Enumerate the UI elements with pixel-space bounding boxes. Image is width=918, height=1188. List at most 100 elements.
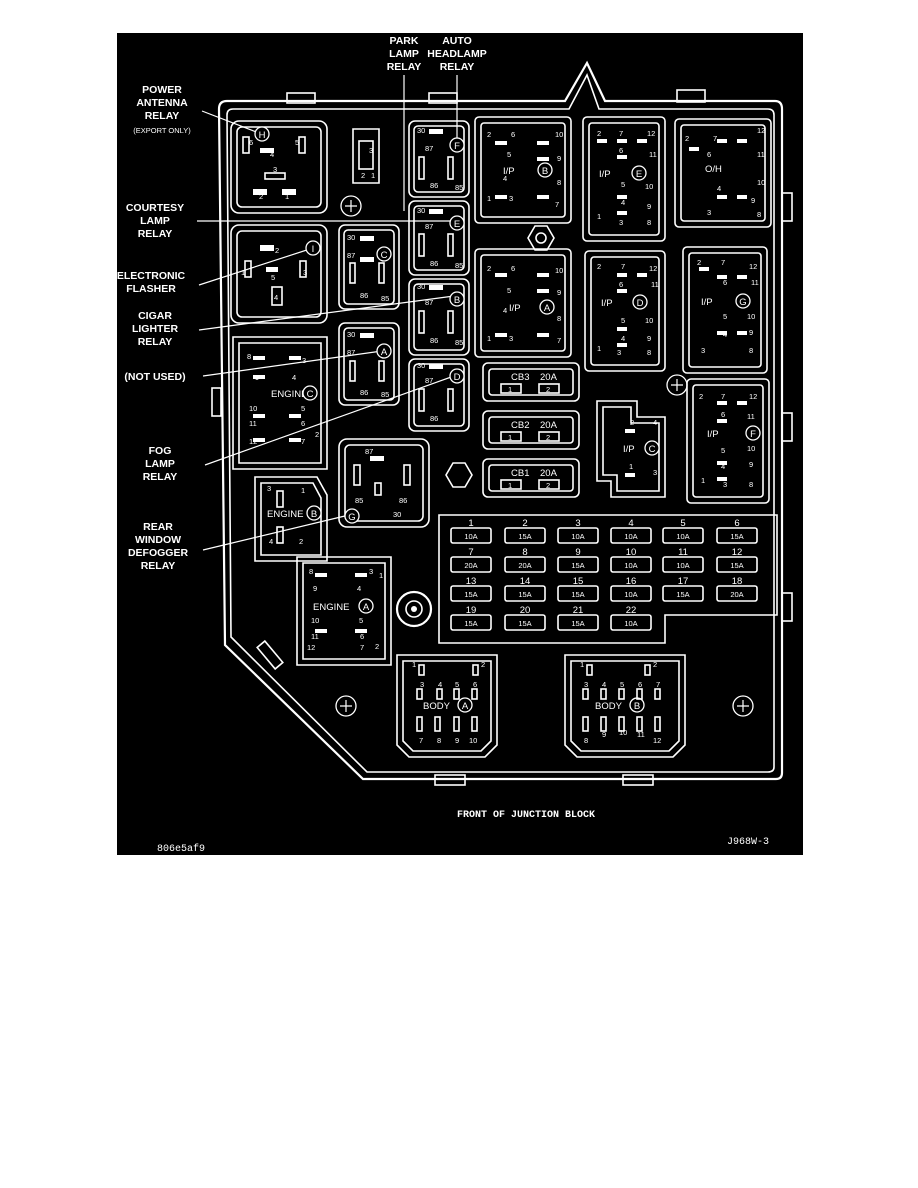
- fuse-body: [504, 556, 546, 573]
- svg-text:5: 5: [455, 680, 459, 689]
- svg-text:7: 7: [713, 134, 717, 143]
- svg-text:20A: 20A: [540, 468, 558, 479]
- fuse-number: 3: [575, 518, 580, 529]
- fuse-number: 11: [678, 547, 688, 558]
- circuit-breaker-cb3: CB3 20A 1 2: [482, 362, 580, 402]
- svg-text:10: 10: [311, 616, 319, 625]
- svg-text:2: 2: [299, 537, 303, 546]
- svg-text:8: 8: [647, 218, 651, 227]
- svg-text:7: 7: [721, 258, 725, 267]
- svg-text:2: 2: [487, 264, 491, 273]
- fuse-number: 21: [573, 605, 584, 616]
- svg-text:I/P: I/P: [599, 169, 611, 180]
- svg-text:10: 10: [757, 178, 765, 187]
- svg-text:RELAY: RELAY: [141, 560, 176, 572]
- fuse-body: [557, 614, 599, 631]
- svg-text:2: 2: [275, 246, 279, 255]
- svg-text:3: 3: [584, 680, 588, 689]
- svg-text:AUTO: AUTO: [442, 35, 472, 47]
- svg-text:C: C: [649, 444, 656, 455]
- svg-text:12: 12: [649, 264, 657, 273]
- fuse-amperage: 15A: [571, 590, 584, 599]
- svg-text:CIGAR: CIGAR: [138, 310, 172, 322]
- svg-text:86: 86: [430, 181, 438, 190]
- fuse-number: 8: [522, 547, 527, 558]
- svg-text:3: 3: [723, 480, 727, 489]
- fuse-number: 13: [466, 576, 477, 587]
- svg-text:3: 3: [619, 218, 623, 227]
- svg-text:30: 30: [417, 361, 425, 370]
- svg-text:10: 10: [555, 266, 563, 275]
- svg-text:2: 2: [375, 642, 379, 651]
- svg-text:1: 1: [597, 344, 601, 353]
- svg-text:I: I: [312, 244, 315, 255]
- fuse-amperage: 15A: [730, 532, 743, 541]
- svg-text:4: 4: [503, 174, 507, 183]
- svg-text:86: 86: [430, 336, 438, 345]
- svg-text:4: 4: [438, 680, 442, 689]
- connector-ip-g: I/P G 2 7 12 6 11 5 10 4 9 3 8: [682, 246, 768, 374]
- svg-text:5: 5: [359, 616, 363, 625]
- svg-text:3: 3: [509, 194, 513, 203]
- svg-text:87: 87: [425, 222, 433, 231]
- svg-text:3: 3: [369, 567, 373, 576]
- svg-text:86: 86: [360, 388, 368, 397]
- svg-text:I/P: I/P: [601, 298, 613, 309]
- svg-text:87: 87: [425, 144, 433, 153]
- svg-text:D: D: [637, 298, 644, 309]
- fuse-amperage: 10A: [464, 532, 477, 541]
- svg-text:A: A: [363, 602, 370, 613]
- fuse-grid: 110A215A310A410A510A615A720A820A915A1010…: [450, 518, 758, 631]
- relay-e: E 30 87 86 85: [408, 200, 470, 276]
- fuse-number: 17: [678, 576, 689, 587]
- svg-text:3: 3: [617, 348, 621, 357]
- svg-text:3: 3: [653, 468, 657, 477]
- svg-text:1: 1: [597, 212, 601, 221]
- svg-text:A: A: [381, 347, 388, 358]
- fuse-body: [504, 527, 546, 544]
- svg-text:8: 8: [247, 352, 251, 361]
- svg-text:30: 30: [347, 330, 355, 339]
- fuse-number: 15: [573, 576, 584, 587]
- svg-text:6: 6: [619, 280, 623, 289]
- svg-text:REAR: REAR: [143, 521, 173, 533]
- fuse-body: [504, 614, 546, 631]
- svg-text:3: 3: [509, 334, 513, 343]
- svg-text:2: 2: [597, 129, 601, 138]
- label-courtesy-lamp-relay: COURTESY LAMP RELAY: [126, 202, 184, 240]
- fuse-amperage: 15A: [571, 619, 584, 628]
- svg-text:10: 10: [747, 312, 755, 321]
- svg-text:4: 4: [721, 462, 725, 471]
- screw-icon: [340, 195, 362, 217]
- svg-text:6: 6: [619, 146, 623, 155]
- connector-ip-b: I/P B 2 6 10 5 9 4 8 1 3 7: [474, 116, 572, 224]
- svg-text:COURTESY: COURTESY: [126, 202, 184, 214]
- svg-text:87: 87: [425, 298, 433, 307]
- svg-text:7: 7: [656, 680, 660, 689]
- svg-text:2: 2: [597, 262, 601, 271]
- fuse-amperage: 20A: [730, 590, 743, 599]
- svg-text:C: C: [381, 250, 388, 261]
- svg-text:B: B: [311, 509, 317, 520]
- fuse-amperage: 15A: [464, 590, 477, 599]
- svg-text:B: B: [542, 166, 548, 177]
- connector-engine-c: ENGINE C 8 3 9 4 10 5 11 6 2 12 7: [232, 336, 328, 470]
- svg-text:85: 85: [381, 294, 389, 303]
- stud-icon: [445, 462, 473, 488]
- svg-text:2: 2: [487, 130, 491, 139]
- svg-text:E: E: [636, 169, 642, 180]
- fuse-body: [610, 556, 652, 573]
- figure-id: J968W-3: [727, 837, 769, 848]
- svg-text:BODY: BODY: [423, 701, 451, 712]
- bolt-icon: [395, 590, 433, 628]
- fuse-number: 9: [575, 547, 580, 558]
- relay-f: F 30 87 86 85: [408, 120, 470, 198]
- svg-text:1: 1: [285, 192, 289, 201]
- svg-text:10: 10: [645, 182, 653, 191]
- svg-text:I/P: I/P: [623, 444, 635, 455]
